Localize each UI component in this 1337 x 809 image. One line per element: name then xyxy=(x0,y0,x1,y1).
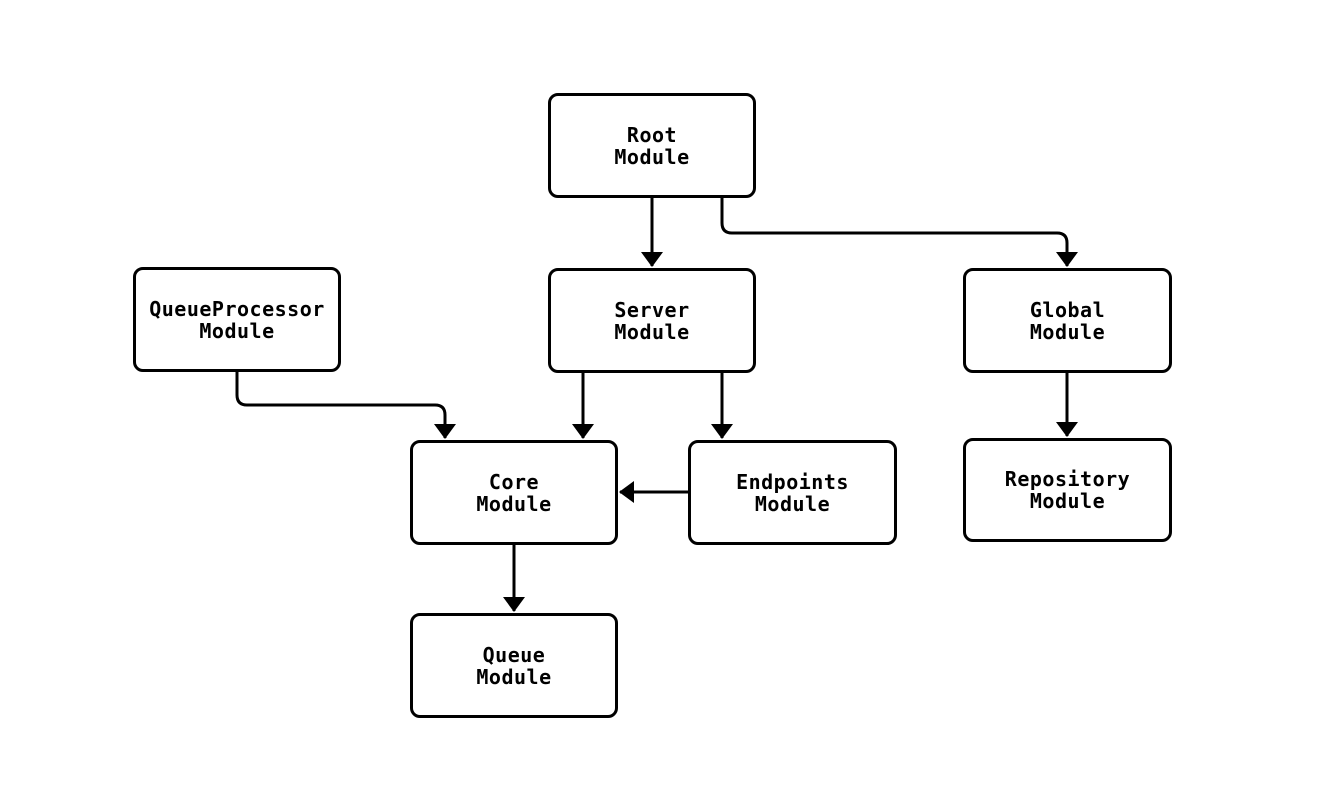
node-core-module: Core Module xyxy=(410,440,618,545)
node-root-module: Root Module xyxy=(548,93,756,198)
node-queue-module: Queue Module xyxy=(410,613,618,718)
node-queueprocessor-module: QueueProcessor Module xyxy=(133,267,341,372)
edge-group xyxy=(235,198,1078,612)
edge-queueprocessor-to-core xyxy=(235,372,456,439)
node-label: Queue Module xyxy=(476,642,552,689)
node-label: Repository Module xyxy=(1004,467,1131,513)
node-global-module: Global Module xyxy=(963,268,1172,373)
node-label: Root Module xyxy=(614,122,690,169)
node-label: QueueProcessor Module xyxy=(149,296,325,343)
node-label: Global Module xyxy=(1029,297,1106,344)
node-server-module: Server Module xyxy=(548,268,756,373)
node-label: Core Module xyxy=(476,469,552,516)
edge-root-to-global xyxy=(720,198,1078,267)
node-label: Server Module xyxy=(614,297,690,344)
node-repository-module: Repository Module xyxy=(963,438,1172,542)
node-endpoints-module: Endpoints Module xyxy=(688,440,897,545)
node-label: Endpoints Module xyxy=(736,469,849,516)
